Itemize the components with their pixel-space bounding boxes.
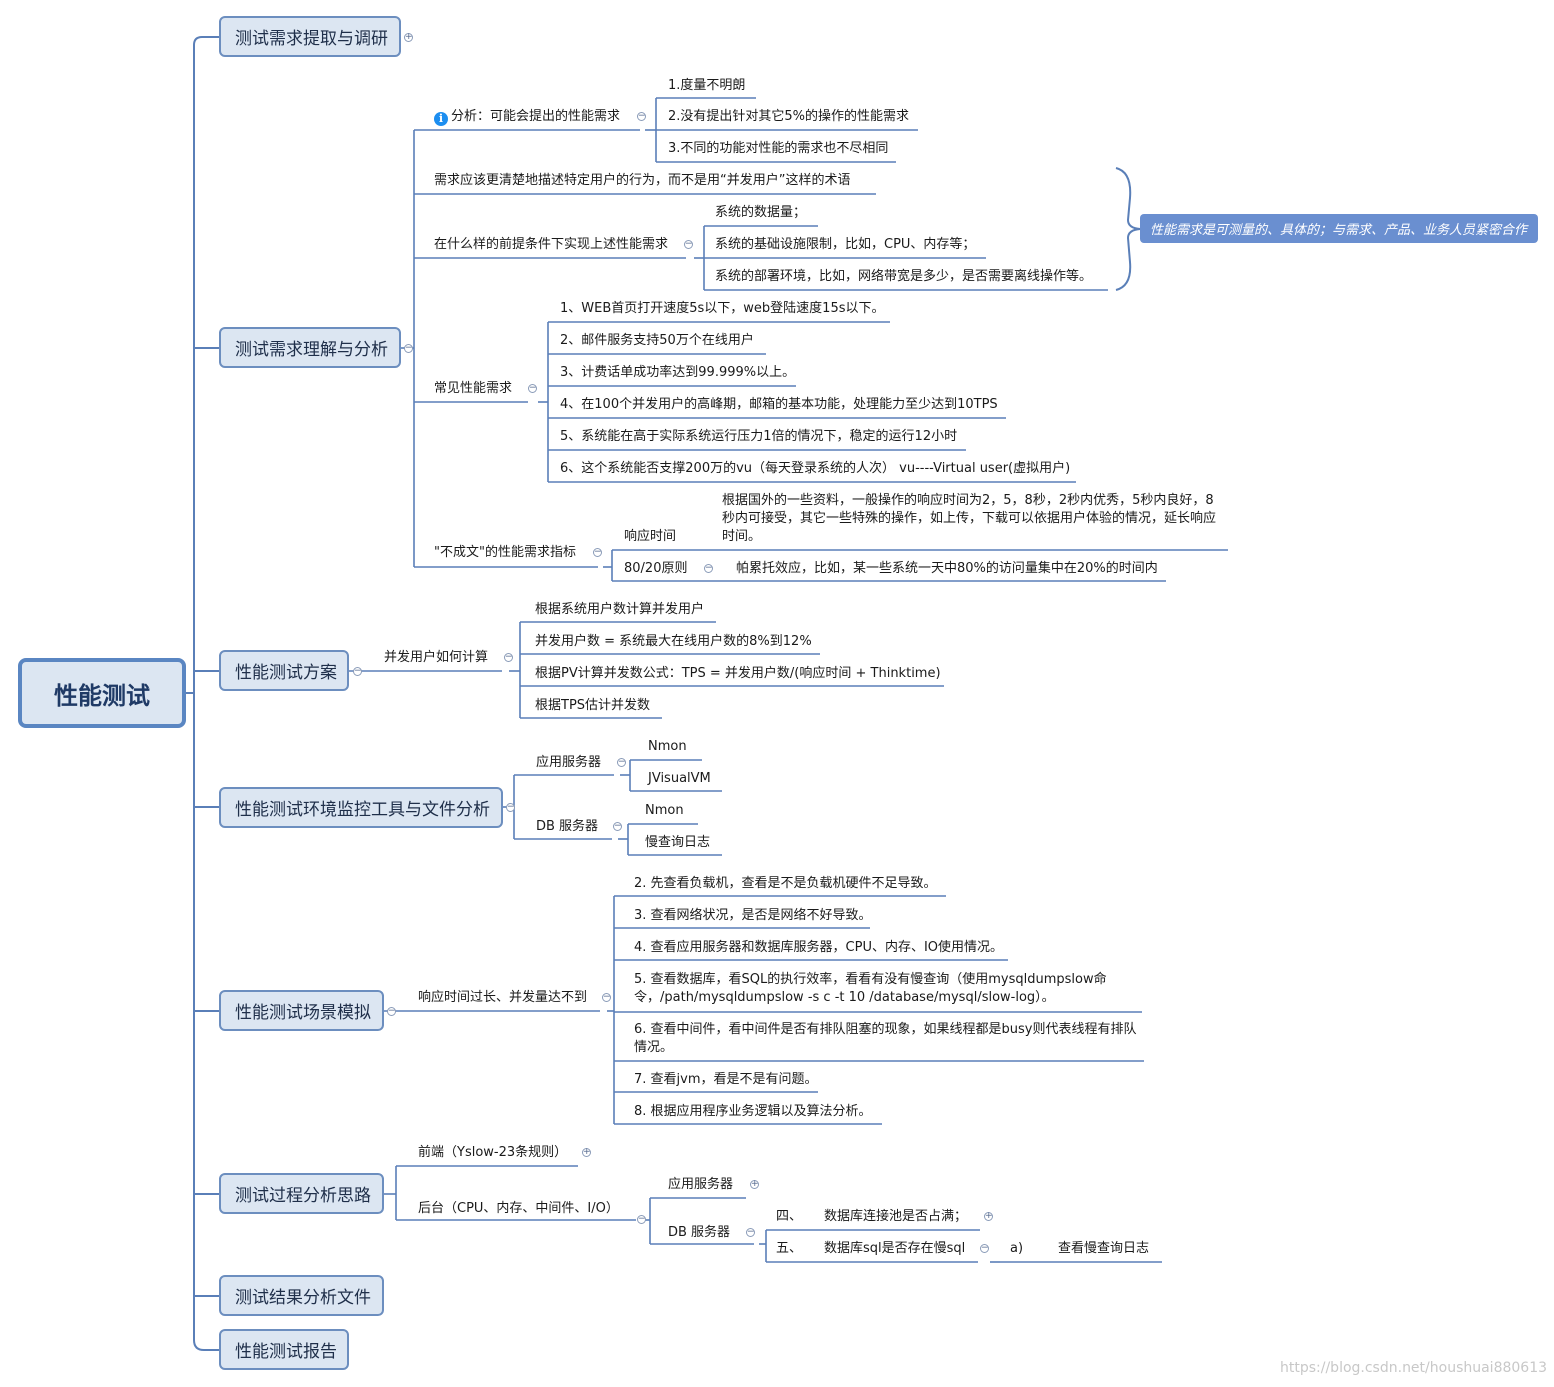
common-requirement-5[interactable]: 5、系统能在高于实际系统运行压力1倍的情况下，稳定的运行12小时 (560, 429, 958, 444)
plan-child-2[interactable]: 并发用户数 = 系统最大在线用户数的8%到12% (535, 634, 812, 649)
scenario-step-3[interactable]: 3. 查看网络状况，是否是网络不好导致。 (634, 908, 872, 923)
collapse-toggle-icon[interactable]: − (602, 992, 611, 1002)
collapse-toggle-icon[interactable]: − (506, 802, 515, 812)
response-time-text[interactable]: 根据国外的一些资料，一般操作的响应时间为2，5，8秒，2秒内优秀，5秒内良好，8… (722, 493, 1217, 544)
pareto-rule-text[interactable]: 帕累托效应，比如，某一些系统一天中80%的访问量集中在20%的时间内 (736, 561, 1158, 576)
app-server-tool-1[interactable]: Nmon (648, 739, 687, 754)
app-server-tool-2[interactable]: JVisualVM (648, 771, 711, 786)
collapse-toggle-icon[interactable]: − (387, 1006, 396, 1016)
db-server-tool-1[interactable]: Nmon (645, 803, 684, 818)
response-time-node[interactable]: 响应时间 (624, 529, 677, 544)
plan-child-4[interactable]: 根据TPS估计并发数 (535, 698, 651, 713)
topic-result-analysis[interactable]: 测试结果分析文件 (219, 1275, 384, 1316)
user-behavior-node[interactable]: 需求应该更清楚地描述特定用户的行为，而不是用“并发用户”这样的术语 (434, 173, 851, 188)
topic-monitoring-tools[interactable]: 性能测试环境监控工具与文件分析 (219, 787, 503, 828)
common-requirement-3[interactable]: 3、计费话单成功率达到99.999%以上。 (560, 365, 796, 380)
db-check-1[interactable]: 数据库连接池是否占满； (824, 1209, 968, 1224)
scenario-step-7[interactable]: 7. 查看jvm，看是不是有问题。 (634, 1072, 818, 1087)
topic-process-analysis[interactable]: 测试过程分析思路 (219, 1173, 384, 1214)
db-server-node[interactable]: DB 服务器 (536, 819, 599, 834)
root-topic[interactable]: 性能测试 (18, 658, 186, 728)
collapse-toggle-icon[interactable]: − (746, 1227, 755, 1237)
scenario-problem-node[interactable]: 响应时间过长、并发量达不到 (418, 990, 588, 1005)
frontend-node[interactable]: 前端（Yslow-23条规则） (418, 1145, 568, 1160)
collapse-toggle-icon[interactable]: − (528, 383, 537, 393)
db-check-2-number: 五、 (776, 1241, 803, 1256)
expand-toggle-icon[interactable]: + (404, 32, 413, 42)
collapse-toggle-icon[interactable]: − (593, 547, 602, 557)
backend-node[interactable]: 后台（CPU、内存、中间件、I/O） (418, 1201, 619, 1216)
collapse-toggle-icon[interactable]: − (637, 111, 646, 121)
scenario-step-2[interactable]: 2. 先查看负载机，查看是不是负载机硬件不足导致。 (634, 876, 937, 891)
common-requirement-2[interactable]: 2、邮件服务支持50万个在线用户 (560, 333, 754, 348)
common-requirement-6[interactable]: 6、这个系统能否支撑200万的vu（每天登录系统的人次） vu----Virtu… (560, 461, 1071, 476)
unwritten-metrics-node[interactable]: "不成文"的性能需求指标 (434, 545, 576, 560)
analysis-node-label: 分析：可能会提出的性能需求 (451, 109, 621, 124)
analysis-child-2[interactable]: 2.没有提出针对其它5%的操作的性能需求 (668, 109, 910, 124)
scenario-step-6[interactable]: 6. 查看中间件，看中间件是否有排队阻塞的现象，如果线程都是busy则代表线程有… (634, 1022, 1137, 1055)
watermark: https://blog.csdn.net/houshuai880613 (1280, 1360, 1548, 1376)
collapse-toggle-icon[interactable]: − (684, 239, 693, 249)
expand-toggle-icon[interactable]: + (984, 1211, 993, 1221)
plan-child-3[interactable]: 根据PV计算并发数公式：TPS = 并发用户数/(响应时间 + Thinktim… (535, 666, 941, 681)
precondition-child-1[interactable]: 系统的数据量； (715, 205, 807, 220)
collapse-toggle-icon[interactable]: − (613, 821, 622, 831)
scenario-step-5[interactable]: 5. 查看数据库，看SQL的执行效率，看看有没有慢查询（使用mysqldumps… (634, 972, 1107, 1005)
collapse-toggle-icon[interactable]: − (404, 343, 413, 353)
topic-scenario-simulation[interactable]: 性能测试场景模拟 (219, 990, 384, 1031)
collapse-toggle-icon[interactable]: − (504, 652, 513, 662)
precondition-node[interactable]: 在什么样的前提条件下实现上述性能需求 (434, 237, 669, 252)
analysis-child-3[interactable]: 3.不同的功能对性能的需求也不尽相同 (668, 141, 889, 156)
db-server-tool-2[interactable]: 慢查询日志 (645, 835, 711, 850)
info-icon: i (434, 112, 448, 126)
precondition-child-3[interactable]: 系统的部署环境，比如，网络带宽是多少，是否需要离线操作等。 (715, 269, 1093, 284)
scenario-step-8[interactable]: 8. 根据应用程序业务逻辑以及算法分析。 (634, 1104, 872, 1119)
common-requirement-1[interactable]: 1、WEB首页打开速度5s以下，web登陆速度15s以下。 (560, 301, 885, 316)
analysis-child-1[interactable]: 1.度量不明朗 (668, 78, 746, 93)
expand-toggle-icon[interactable]: + (582, 1147, 591, 1157)
app-server-node[interactable]: 应用服务器 (536, 755, 602, 770)
scenario-step-4[interactable]: 4. 查看应用服务器和数据库服务器，CPU、内存、IO使用情况。 (634, 940, 1004, 955)
topic-requirements-analysis[interactable]: 测试需求理解与分析 (219, 327, 401, 368)
collapse-toggle-icon[interactable]: − (704, 563, 713, 573)
common-requirements-node[interactable]: 常见性能需求 (434, 381, 513, 396)
topic-test-report[interactable]: 性能测试报告 (219, 1329, 349, 1370)
collapse-toggle-icon[interactable]: − (980, 1243, 989, 1253)
topic-test-plan[interactable]: 性能测试方案 (219, 650, 349, 691)
db-check-1-number: 四、 (776, 1209, 803, 1224)
db-check-2-sub-number: a) (1010, 1241, 1024, 1256)
pareto-rule-node[interactable]: 80/20原则 (624, 561, 688, 576)
precondition-child-2[interactable]: 系统的基础设施限制，比如，CPU、内存等； (715, 237, 976, 252)
summary-callout[interactable]: 性能需求是可测量的、具体的；与需求、产品、业务人员紧密合作 (1140, 214, 1538, 243)
topic-requirements-research[interactable]: 测试需求提取与调研 (219, 16, 401, 57)
concurrency-calc-node[interactable]: 并发用户如何计算 (384, 650, 489, 665)
collapse-toggle-icon[interactable]: − (617, 757, 626, 767)
process-app-server-node[interactable]: 应用服务器 (668, 1177, 734, 1192)
expand-toggle-icon[interactable]: + (750, 1179, 759, 1189)
collapse-toggle-icon[interactable]: − (637, 1214, 646, 1224)
collapse-toggle-icon[interactable]: − (353, 666, 362, 676)
db-check-2-sub[interactable]: 查看慢查询日志 (1058, 1241, 1150, 1256)
plan-child-1[interactable]: 根据系统用户数计算并发用户 (535, 602, 705, 617)
process-db-server-node[interactable]: DB 服务器 (668, 1225, 731, 1240)
common-requirement-4[interactable]: 4、在100个并发用户的高峰期，邮箱的基本功能，处理能力至少达到10TPS (560, 397, 998, 412)
db-check-2[interactable]: 数据库sql是否存在慢sql (824, 1241, 966, 1256)
